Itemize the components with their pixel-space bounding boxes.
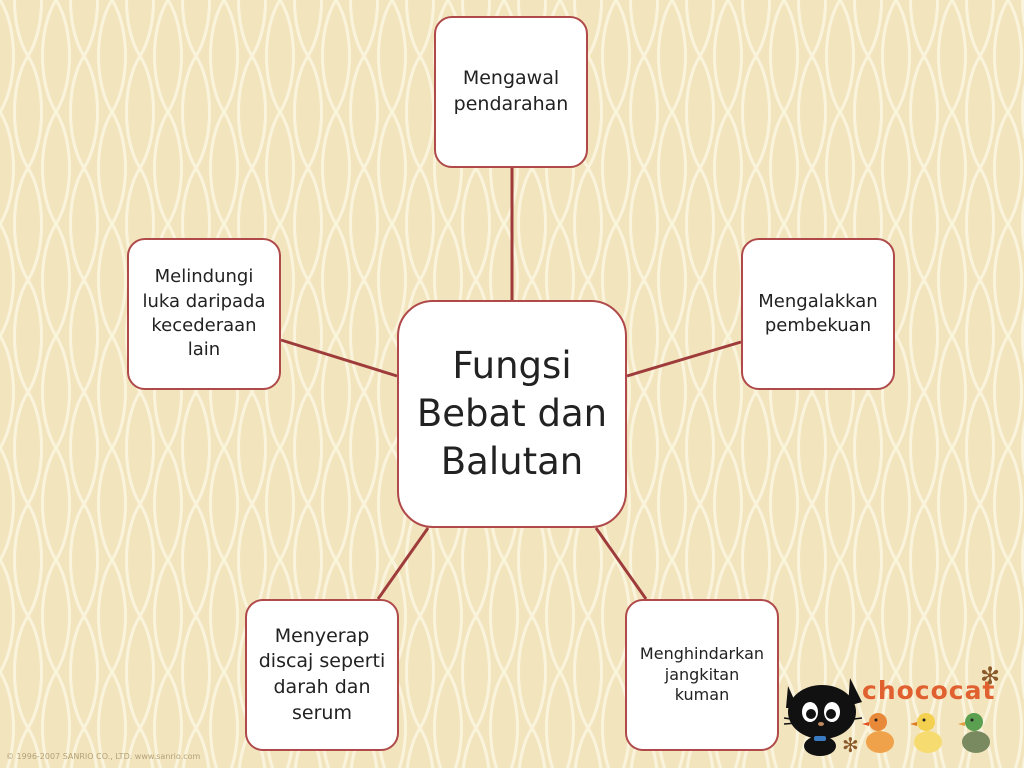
black-cat-icon <box>783 678 863 756</box>
node-top: Mengawal pendarahan <box>434 16 588 168</box>
asterisk-icon: ✻ <box>980 662 1001 690</box>
node-top-label: Mengawal pendarahan <box>453 67 569 115</box>
duck-icons <box>862 713 990 753</box>
node-bottom-left: Menyerap discaj seperti darah dan serum <box>245 599 399 751</box>
connector-bottom-left <box>376 527 430 600</box>
node-bottom-right-label: Menghindarkan jangkitan kuman <box>639 643 765 705</box>
node-left-label: Melindungi luka daripada kecederaan lain <box>142 266 266 361</box>
duck-yellow-icon <box>910 713 942 753</box>
node-center-label: Fungsi Bebat dan Balutan <box>416 343 608 484</box>
connector-right <box>626 340 742 378</box>
connector-bottom-right <box>594 527 648 600</box>
chococat-logo: chococat <box>862 676 996 705</box>
node-bottom-left-label: Menyerap discaj seperti darah dan serum <box>258 624 386 724</box>
connector-left <box>280 338 398 378</box>
duck-orange-icon <box>862 713 894 753</box>
node-left: Melindungi luka daripada kecederaan lain <box>127 238 281 390</box>
copyright-text: © 1996-2007 SANRIO CO., LTD. www.sanrio.… <box>6 752 201 761</box>
duck-green-icon <box>958 713 990 753</box>
node-center: Fungsi Bebat dan Balutan <box>397 300 627 528</box>
node-right: Mengalakkan pembekuan <box>741 238 895 390</box>
asterisk-icon-small: ✻ <box>842 733 859 757</box>
node-bottom-right: Menghindarkan jangkitan kuman <box>625 599 779 751</box>
node-right-label: Mengalakkan pembekuan <box>758 290 878 336</box>
